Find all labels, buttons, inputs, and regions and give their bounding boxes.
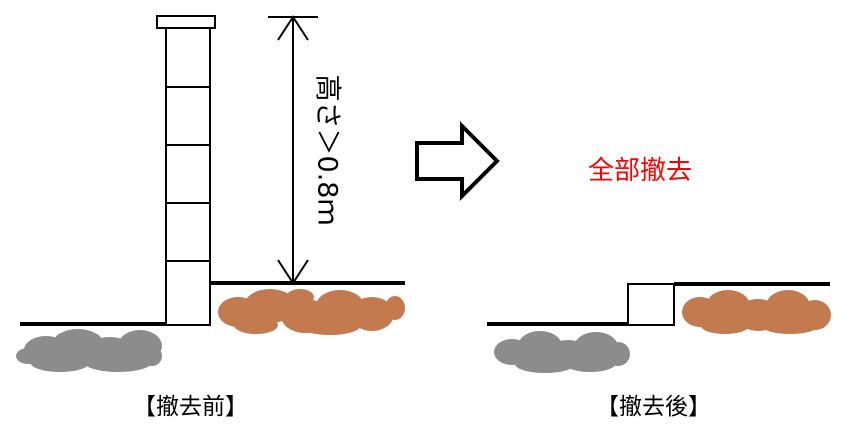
height-dimension: [268, 15, 318, 285]
wall-cap: [156, 15, 216, 29]
height-label: 高さ＞0.8ｍ: [311, 74, 343, 226]
dimension-top-arrowhead: [277, 15, 309, 41]
wall-block: [165, 202, 211, 262]
wall-block: [165, 27, 211, 88]
before-block-wall: [156, 15, 216, 326]
dimension-bottom-arrowhead: [277, 259, 309, 285]
right-arrow-icon: [415, 121, 500, 201]
before-soil: [218, 289, 405, 335]
after-soil: [682, 290, 831, 334]
before-gravel: [16, 329, 162, 372]
before-caption: 【撤去前】: [133, 394, 248, 420]
before-ground-lines: [20, 281, 405, 326]
after-gravel: [494, 331, 630, 373]
wall-block: [165, 260, 211, 326]
after-caption: 【撤去後】: [596, 394, 711, 420]
after-remaining-block: [627, 283, 675, 326]
result-note: 全部撤去: [588, 156, 693, 186]
after-ground-lines: [487, 282, 830, 326]
wall-block: [165, 86, 211, 146]
wall-block: [165, 144, 211, 204]
